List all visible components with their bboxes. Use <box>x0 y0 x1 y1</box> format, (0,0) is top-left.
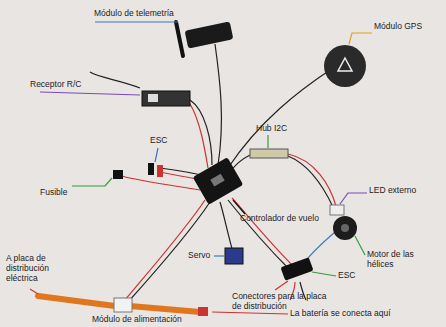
wires <box>90 44 336 302</box>
leader-lines <box>30 22 372 314</box>
battery-cable <box>130 306 200 312</box>
callout-label: La batería se conecta aquí <box>290 309 391 319</box>
gps-arrow <box>338 58 352 71</box>
i2c-hub <box>250 149 288 158</box>
callout-label: Servo <box>188 251 210 261</box>
receiver-chip <box>148 94 158 102</box>
connector <box>148 163 154 175</box>
callout-label: Receptor R/C <box>30 80 82 90</box>
telemetry-module <box>185 21 234 48</box>
callout-label: Fusible <box>40 188 67 198</box>
callout-label: Controlador de vuelo <box>240 214 319 224</box>
callout-label: A placa de distribución eléctrica <box>6 254 64 283</box>
flight-controller <box>193 157 244 205</box>
callout-label: Hub I2C <box>256 124 287 134</box>
antenna <box>176 22 183 56</box>
callout-label: ESC <box>150 136 167 146</box>
gps-puck <box>324 45 366 87</box>
servo <box>225 248 243 264</box>
connector <box>157 165 163 177</box>
callout-label: Motor de las hélices <box>367 250 429 270</box>
callout-label: Módulo de alimentación <box>92 315 182 325</box>
led-board <box>330 205 344 215</box>
battery-connector <box>198 307 208 316</box>
esc-box <box>281 257 314 280</box>
callout-label: Módulo GPS <box>374 22 422 32</box>
callout-label: ESC <box>338 271 355 281</box>
motor <box>333 216 357 240</box>
power-module <box>114 298 132 312</box>
callout-label: Módulo de telemetría <box>94 9 174 19</box>
power-cable <box>38 296 115 306</box>
receiver-board <box>142 91 190 106</box>
callout-label: LED externo <box>369 186 416 196</box>
fc-detail <box>210 174 224 187</box>
fuse <box>113 170 123 179</box>
motor-shaft <box>341 224 349 232</box>
